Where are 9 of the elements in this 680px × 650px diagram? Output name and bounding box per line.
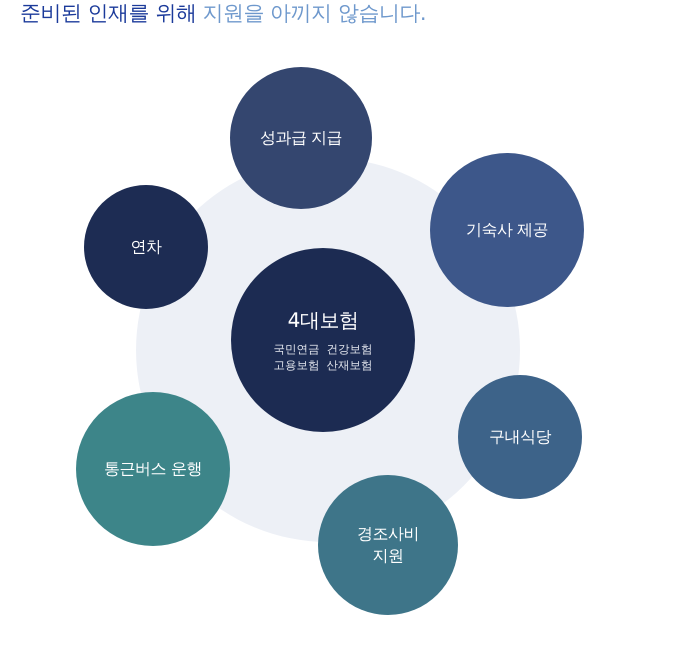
page-title: 준비된 인재를 위해 지원을 아끼지 않습니다. bbox=[20, 0, 426, 26]
node-description: 국민연금 건강보험 고용보험 산재보험 bbox=[272, 341, 374, 373]
node-label: 기숙사 제공 bbox=[466, 219, 548, 241]
node-label: 성과급 지급 bbox=[260, 127, 342, 149]
node-label: 경조사비 지원 bbox=[356, 523, 420, 567]
node-title: 4대보험 bbox=[288, 307, 358, 333]
node-label: 연차 bbox=[130, 236, 162, 258]
node-label: 통근버스 운행 bbox=[104, 458, 202, 480]
node-label: 구내식당 bbox=[489, 426, 551, 448]
